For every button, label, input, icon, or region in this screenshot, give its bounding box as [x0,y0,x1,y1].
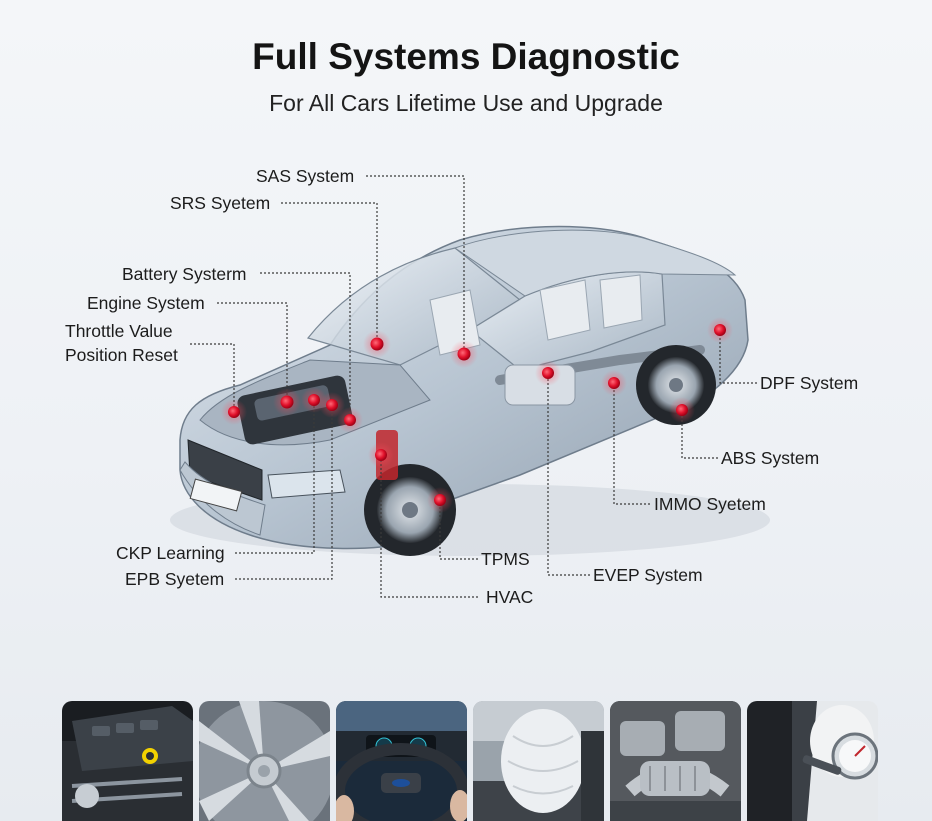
page-subtitle: For All Cars Lifetime Use and Upgrade [269,90,663,116]
leader-lines [190,175,757,598]
leader-ckp [235,400,315,554]
car-illustration [179,225,749,556]
thumbnail-dashboard [336,701,467,821]
leader-abs [681,410,718,459]
label-battery-system: Battery Systerm [122,264,247,284]
label-engine-system: Engine System [87,293,205,313]
car-windshield [306,247,522,366]
rear-rim-hub [669,378,683,392]
leader-tpms [439,500,478,560]
label-hvac: HVAC [486,587,534,607]
car-diagram [170,175,770,598]
leader-hvac [380,455,478,598]
front-rim-hub [402,502,418,518]
hotspot-throttle [228,406,240,418]
thumbnail-airbag [473,701,604,821]
leader-throttle [190,343,235,412]
thumbnail-wheel [199,701,330,821]
hotspot-tpms [434,494,446,506]
label-tpms: TPMS [481,549,530,569]
label-immo-system: IMMO Syetem [654,494,766,514]
leader-engine [217,302,288,402]
hotspot-epb [326,399,338,411]
leader-epb [235,405,333,580]
hotspot-hvac [375,449,387,461]
hotspot-evep [542,367,554,379]
car-seats [429,274,643,356]
hotspot-ckp [308,394,320,406]
hotspot-immo [608,377,620,389]
page-title: Full Systems Diagnostic [252,36,680,77]
license-plate [189,478,243,512]
label-sas-system: SAS System [256,166,355,186]
hotspot-srs [370,337,384,351]
label-epb-system: EPB Syetem [125,569,225,589]
hotspot-battery [344,414,356,426]
hotspot-dpf [714,324,726,336]
hotspot-abs [676,404,688,416]
leader-sas [366,175,465,354]
leader-evep [547,373,590,576]
headlight [267,469,346,499]
thumbnail-engine [62,701,193,821]
thumbnail-tire-gauge [747,701,878,821]
label-ckp-learning: CKP Learning [116,543,225,563]
hotspot-engine [280,395,294,409]
car-roof [453,229,737,297]
label-srs-system: SRS Syetem [170,193,271,213]
leader-srs [281,202,378,344]
car-grille [187,439,263,501]
label-abs-system: ABS System [721,448,820,468]
hotspot-sas [457,347,471,361]
hotspots [221,317,733,513]
thumbnail-exhaust [610,701,741,821]
label-evep-system: EVEP System [593,565,703,585]
leader-battery [260,272,351,420]
leader-dpf [719,330,757,384]
label-dpf-system: DPF System [760,373,859,393]
label-throttle-reset: Throttle Value Position Reset [65,321,178,365]
leader-immo [613,383,650,505]
